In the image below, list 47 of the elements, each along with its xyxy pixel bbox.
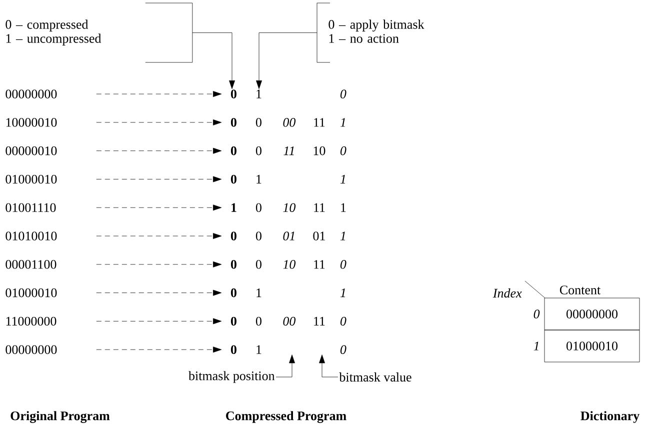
row-index: 1 (534, 342, 538, 350)
binary-word: 01000010 (6, 288, 57, 298)
arrow (96, 91, 222, 97)
binary-word: 10000010 (6, 118, 57, 127)
code-row: 0 0 00 11 1 (230, 118, 346, 127)
binary-word: 00000010 (6, 146, 57, 156)
panel-title: Original Program (10, 411, 110, 423)
arrow (319, 354, 338, 378)
code-row: 0 0 11 10 0 (230, 146, 346, 156)
code-row: 0 0 00 11 0 (230, 316, 346, 326)
arrow (256, 32, 318, 89)
binary-word: 11000000 (6, 316, 56, 326)
code-row: 1 0 10 11 1 (231, 203, 346, 212)
binary-word: 00000000 (6, 90, 57, 98)
column-header: Content (560, 286, 600, 294)
row-index: 0 (534, 310, 540, 318)
code-row: 0 0 10 11 0 (230, 260, 346, 269)
note: bitmask position (188, 371, 275, 383)
arrow (192, 32, 235, 89)
code-row: 0 0 01 01 1 (230, 232, 346, 240)
arrow (96, 204, 222, 211)
code-row: 0 1 1 (230, 288, 346, 298)
binary-word: 00001100 (6, 260, 56, 269)
arrow (96, 233, 222, 239)
binary-word: 01000010 (6, 174, 57, 184)
arrow (96, 148, 222, 154)
table-cell: 01000010 (544, 330, 640, 362)
column-header: Index (492, 288, 522, 298)
panel-title: Compressed Program (226, 411, 346, 423)
code-row: 0 1 1 (230, 174, 346, 184)
arrow (96, 119, 222, 126)
legend-bracket: 0 – apply bitmask 1 – no action (316, 2, 424, 63)
panel-title: Dictionary (580, 411, 640, 423)
note: bitmask value (339, 372, 412, 382)
binary-word: 00000000 (6, 345, 57, 354)
binary-word: 01010010 (6, 232, 57, 240)
arrow (96, 176, 222, 182)
arrow (96, 261, 222, 268)
arrow (96, 290, 222, 296)
table-cell: 00000000 (544, 298, 640, 330)
arrow (276, 354, 295, 378)
arrow (96, 346, 222, 353)
code-row: 0 1 0 (230, 90, 346, 98)
legend-bracket: 0 – compressed 1 – uncompressed (6, 2, 193, 63)
arrow (96, 318, 222, 324)
binary-word: 01001110 (6, 203, 56, 212)
code-row: 0 1 0 (230, 345, 346, 354)
